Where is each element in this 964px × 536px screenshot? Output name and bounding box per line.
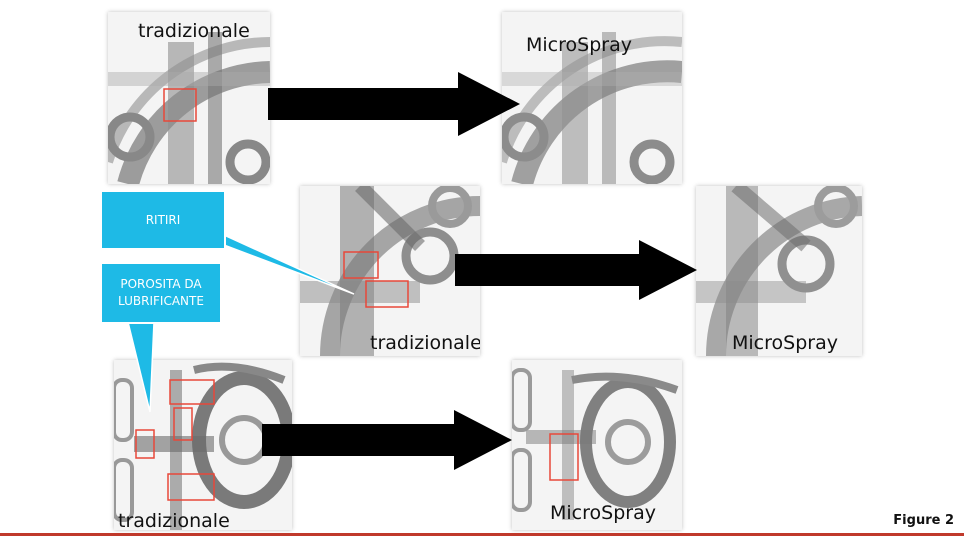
panel-caption: MicroSpray [732,332,838,354]
arrow-right-icon [262,410,512,470]
panel-caption: tradizionale [370,332,480,354]
defect-box [365,280,409,308]
xray-image-mid-left [300,186,480,356]
callout-label-line1: POROSITA DA [120,277,202,291]
arrow-right-icon [455,240,697,300]
defect-box [135,429,155,459]
panel-caption: MicroSpray [526,34,632,56]
xray-panel-mid-right: MicroSpray [696,186,862,356]
callout-label: RITIRI [145,212,181,227]
defect-box [169,379,215,405]
callout-label-line2: LUBRIFICANTE [118,294,204,308]
defect-box [167,473,215,501]
xray-panel-mid-left: tradizionale [300,186,480,356]
xray-image-mid-right [696,186,862,356]
xray-panel-bot-left: tradizionale [114,360,292,530]
defect-box [343,251,379,279]
callout-ritiri: RITIRI [100,190,226,250]
figure-label: Figure 2 [893,513,954,528]
accent-rule [0,533,964,536]
defect-box [549,433,579,481]
xray-panel-top-left: tradizionale [108,12,270,184]
xray-image-bot-right [512,368,679,520]
defect-box [163,88,197,122]
panel-caption: tradizionale [138,20,250,42]
xray-panel-bot-right: MicroSpray [512,360,682,530]
defect-box [173,407,193,441]
xray-image-top-left [108,32,270,184]
arrow-right-icon [268,72,520,136]
callout-porosita: POROSITA DA LUBRIFICANTE [100,262,222,324]
panel-caption: MicroSpray [550,502,656,524]
panel-caption: tradizionale [118,510,230,530]
xray-panel-top-right: MicroSpray [502,12,682,184]
xray-image-top-right [502,32,682,184]
